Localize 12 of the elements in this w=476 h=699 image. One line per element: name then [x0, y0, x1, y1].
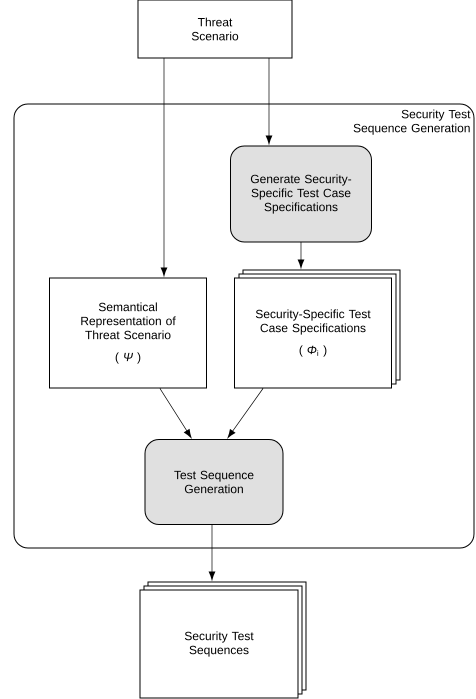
process-box: Semantical Representation of Threat Scenario ( Ψ ): [49, 278, 207, 388]
arrow: [160, 388, 192, 438]
document-stack: Security-Specific Test Case Specifications ( Φ$_{i}$ ): [234, 270, 400, 388]
arrow: [228, 388, 264, 438]
process-step-box: Generate Security-Specific Test Case Specifications: [230, 146, 372, 242]
arrow: [266, 58, 272, 144]
arrow: [298, 242, 304, 268]
arrow: [208, 524, 216, 580]
document-stack: Security Test Sequences: [140, 582, 306, 698]
process-box: Threat Scenario: [138, 0, 292, 58]
arrow: [160, 58, 168, 276]
process-step-box: Test Sequence Generation: [144, 439, 284, 525]
